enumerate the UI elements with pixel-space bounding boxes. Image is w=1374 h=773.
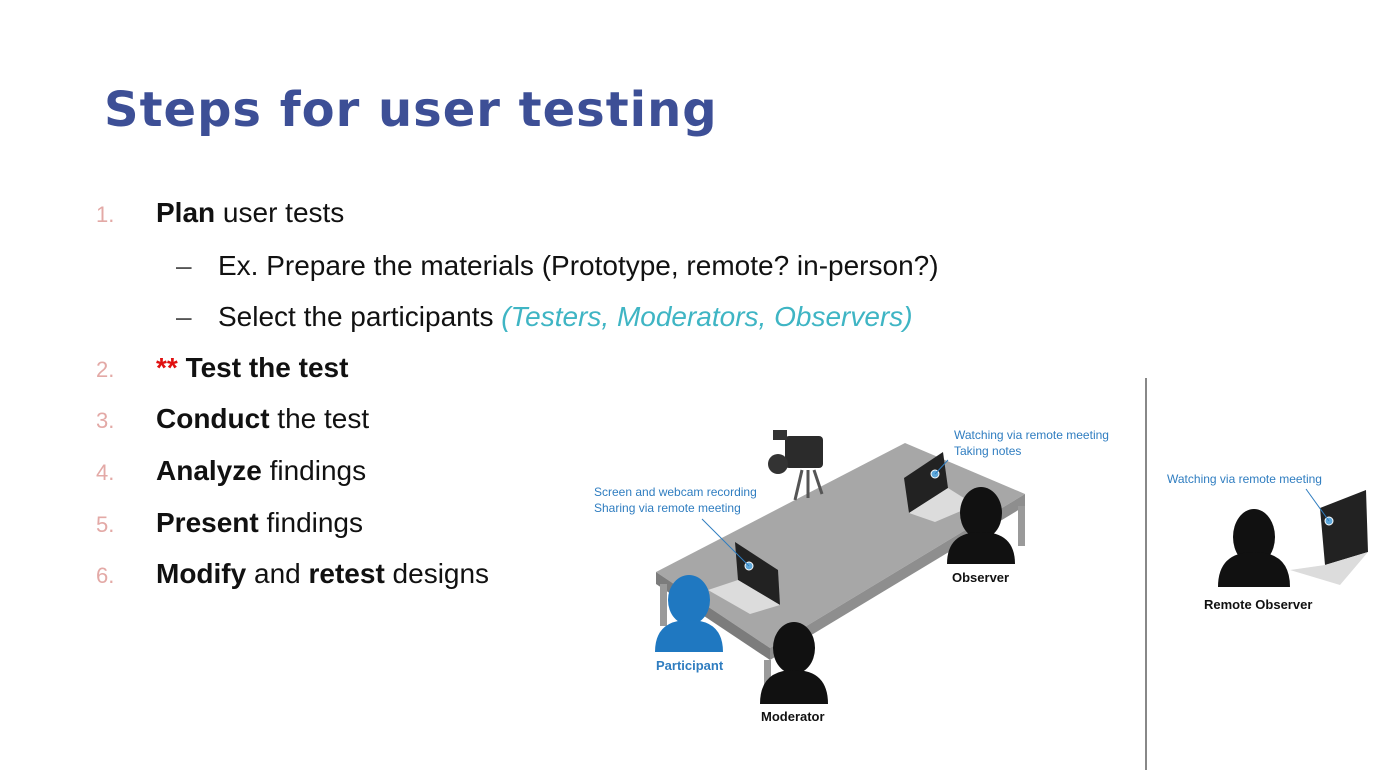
label-line: Taking notes [954, 444, 1022, 458]
step-text: user tests [215, 197, 345, 228]
step-6: 6. Modify and retest designs [96, 558, 489, 590]
laptop-icon [904, 452, 975, 522]
step-text: the test [269, 403, 370, 434]
remote-label: Watching via remote meeting [1167, 472, 1322, 486]
observer-role-label: Observer [952, 570, 1010, 585]
step-text: findings [261, 455, 367, 486]
substep-2: –Select the participants (Testers, Moder… [176, 301, 913, 333]
step-5: 5. Present findings [96, 507, 363, 539]
recording-label: Screen and webcam recording Sharing via … [594, 484, 757, 516]
step-keyword: Test the test [177, 352, 349, 383]
substep-1: –Ex. Prepare the materials (Prototype, r… [176, 250, 939, 282]
important-marker: ** [156, 352, 178, 383]
step-number: 6. [96, 563, 115, 588]
step-1: 1. Plan user tests [96, 197, 344, 229]
remote-observer-label: Remote Observer [1204, 597, 1313, 612]
step-text: and [246, 558, 309, 589]
observer-avatar-icon [947, 487, 1015, 564]
dash-bullet: – [176, 250, 192, 281]
step-keyword: Analyze [156, 455, 262, 486]
substep-text: Ex. Prepare the materials (Prototype, re… [218, 250, 939, 281]
label-line: Watching via remote meeting [954, 428, 1109, 442]
substep-text: Select the participants [218, 301, 502, 332]
step-number: 1. [96, 202, 115, 227]
step-text: designs [384, 558, 490, 589]
remote-observer-avatar-icon [1218, 509, 1290, 587]
step-keyword: Plan [156, 197, 216, 228]
step-4: 4. Analyze findings [96, 455, 366, 487]
step-keyword: Present [156, 507, 259, 538]
camera-icon [768, 430, 824, 501]
step-number: 4. [96, 460, 115, 485]
laptop-icon [1290, 488, 1368, 585]
label-line: Screen and webcam recording [594, 485, 757, 499]
laptop-icon [701, 518, 780, 614]
step-keyword: Modify [156, 558, 247, 589]
step-text: findings [258, 507, 364, 538]
divider [1145, 378, 1147, 770]
dash-bullet: – [176, 301, 192, 332]
moderator-label: Moderator [761, 709, 825, 724]
step-keyword-2: retest [308, 558, 385, 589]
step-number: 2. [96, 357, 115, 382]
observer-label: Watching via remote meeting Taking notes [954, 427, 1109, 459]
step-number: 5. [96, 512, 115, 537]
step-number: 3. [96, 408, 115, 433]
step-keyword: Conduct [156, 403, 270, 434]
participant-label: Participant [656, 658, 724, 673]
label-line: Sharing via remote meeting [594, 501, 741, 515]
step-3: 3. Conduct the test [96, 403, 369, 435]
slide-title: Steps for user testing [104, 82, 718, 138]
participants-roles: (Testers, Moderators, Observers) [501, 301, 913, 332]
participant-avatar-icon [655, 575, 723, 652]
step-2: 2. ** Test the test [96, 352, 348, 384]
moderator-avatar-icon [760, 622, 828, 704]
